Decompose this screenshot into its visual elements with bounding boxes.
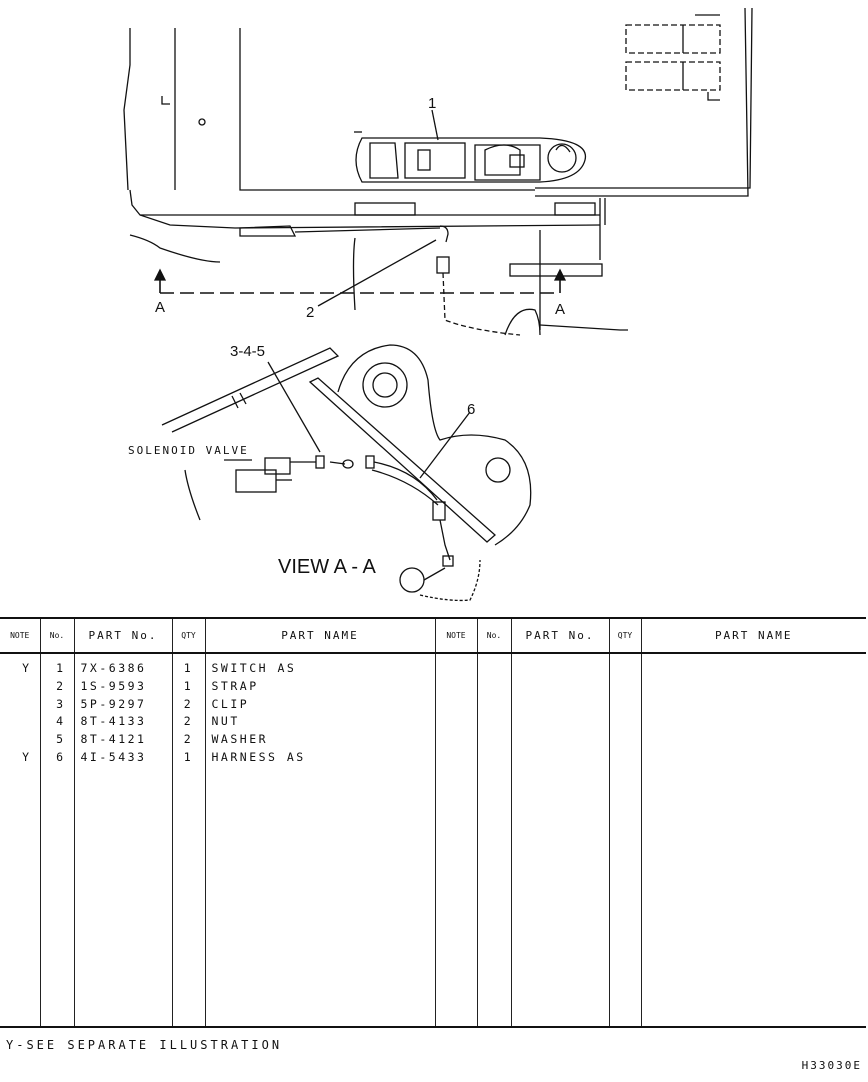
note-column: Y Y bbox=[0, 653, 40, 1027]
row-1-part-no: 7X-6386 bbox=[80, 661, 147, 675]
parts-illustration: 1 2 3-4-5 6 A A SOLENOID VALVE VIEW A - … bbox=[123, 7, 753, 602]
row-1-qty: 1 bbox=[183, 661, 194, 675]
empty-part-no-column bbox=[510, 653, 609, 1027]
footer-note: Y-SEE SEPARATE ILLUSTRATION bbox=[6, 1038, 283, 1052]
row-5-note bbox=[0, 731, 32, 749]
no-column: 1 2 3 4 5 6 bbox=[39, 653, 74, 1027]
header-no-2: No. bbox=[476, 618, 511, 654]
view-title: VIEW A - A bbox=[278, 556, 376, 578]
header-part-no: PART No. bbox=[73, 618, 172, 654]
row-5-no: 5 bbox=[56, 732, 66, 747]
header-part-name: PART NAME bbox=[204, 618, 435, 654]
header-part-no-2: PART No. bbox=[510, 618, 609, 654]
section-label-left: A bbox=[155, 299, 165, 316]
header-part-name-2: PART NAME bbox=[640, 618, 866, 654]
empty-qty-column bbox=[608, 653, 641, 1027]
drawing-id: H33030E bbox=[801, 1059, 862, 1072]
header-note: NOTE bbox=[0, 618, 40, 654]
machine-frame-drawing bbox=[123, 7, 753, 602]
table-body: Y Y 1 2 3 4 5 6 7X-6386 1S-9593 5P-9297 … bbox=[0, 653, 866, 1027]
header-qty-2: QTY bbox=[608, 618, 641, 654]
row-3-note bbox=[0, 696, 32, 714]
row-6-part-no: 4I-5433 bbox=[80, 749, 147, 764]
solenoid-valve-label: SOLENOID VALVE bbox=[128, 444, 249, 457]
row-4-part-no: 8T-4133 bbox=[80, 714, 147, 729]
row-2-qty: 1 bbox=[183, 678, 194, 693]
callout-2: 2 bbox=[306, 304, 314, 321]
row-4-no: 4 bbox=[56, 714, 66, 729]
header-note-2: NOTE bbox=[434, 618, 477, 654]
row-3-qty: 2 bbox=[183, 696, 194, 711]
row-6-qty: 1 bbox=[183, 749, 194, 764]
row-5-qty: 2 bbox=[183, 732, 194, 747]
qty-column: 1 1 2 2 2 1 bbox=[171, 653, 205, 1027]
row-4-part-name: NUT bbox=[211, 714, 240, 729]
row-3-part-name: CLIP bbox=[211, 696, 250, 711]
row-5-part-name: WASHER bbox=[211, 732, 269, 747]
row-1-no: 1 bbox=[56, 661, 66, 675]
row-6-note: Y bbox=[22, 749, 32, 764]
header-no: No. bbox=[39, 618, 74, 654]
callout-1: 1 bbox=[428, 95, 436, 112]
row-2-no: 2 bbox=[56, 678, 66, 693]
part-no-column: 7X-6386 1S-9593 5P-9297 8T-4133 8T-4121 … bbox=[73, 653, 172, 1027]
row-4-qty: 2 bbox=[183, 714, 194, 729]
empty-no-column bbox=[476, 653, 511, 1027]
callout-3-4-5: 3-4-5 bbox=[230, 343, 265, 360]
row-1-note: Y bbox=[22, 661, 32, 675]
row-1-part-name: SWITCH AS bbox=[211, 661, 297, 675]
parts-table: NOTE No. PART No. QTY PART NAME NOTE No.… bbox=[0, 617, 866, 1028]
callout-6: 6 bbox=[467, 401, 475, 418]
section-label-right: A bbox=[555, 301, 565, 318]
empty-note-column bbox=[434, 653, 477, 1027]
row-3-part-no: 5P-9297 bbox=[80, 696, 147, 711]
row-5-part-no: 8T-4121 bbox=[80, 732, 147, 747]
header-qty: QTY bbox=[171, 618, 205, 654]
row-2-part-no: 1S-9593 bbox=[80, 678, 147, 693]
row-6-no: 6 bbox=[56, 749, 66, 764]
table-header-row: NOTE No. PART No. QTY PART NAME NOTE No.… bbox=[0, 618, 866, 654]
row-4-note bbox=[0, 713, 32, 731]
row-6-part-name: HARNESS AS bbox=[211, 749, 306, 764]
row-3-no: 3 bbox=[56, 696, 66, 711]
part-name-column: SWITCH AS STRAP CLIP NUT WASHER HARNESS … bbox=[204, 653, 435, 1027]
row-2-part-name: STRAP bbox=[211, 678, 259, 693]
row-2-note bbox=[0, 678, 32, 696]
empty-part-name-column bbox=[640, 653, 866, 1027]
